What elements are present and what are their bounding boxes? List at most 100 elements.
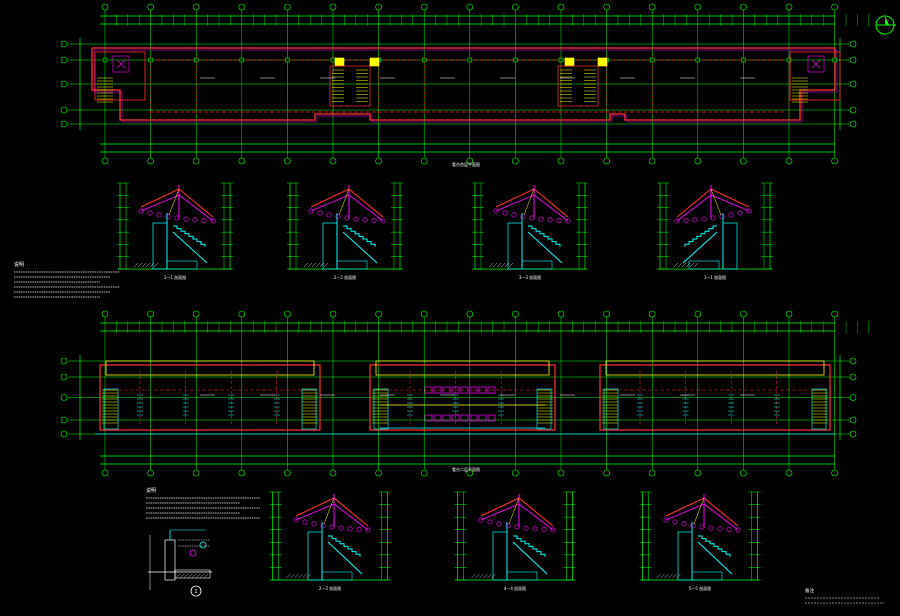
hatch: [681, 262, 687, 268]
hatch: [693, 262, 699, 268]
hatch: [487, 573, 492, 579]
base-footing: [688, 260, 720, 270]
axis-bubble: [557, 157, 565, 165]
axis-bubble: [60, 80, 68, 88]
notes-block-1: 说明: [14, 261, 120, 298]
axis-bubble: [60, 120, 68, 128]
axis-bubble: [147, 157, 154, 165]
axis-bubble: [849, 40, 857, 48]
middle-stair: [329, 65, 371, 107]
axis-bubble: [512, 310, 519, 318]
roof-cable-node: [672, 519, 678, 525]
roof-cable-node: [496, 521, 502, 527]
axis-bubble: [849, 357, 857, 365]
axis-bubble: [60, 357, 68, 365]
section-label: 2—2 剖面图: [334, 274, 356, 280]
hatch: [479, 573, 484, 579]
roof-cable-node: [320, 523, 326, 529]
detail-hatch: [199, 573, 205, 579]
vip-seat: [460, 386, 469, 394]
notes-block-2: 说明: [146, 487, 260, 519]
yellow-column-marker: [564, 57, 575, 67]
roof-cable-node: [362, 217, 368, 223]
axis-bubble: [284, 3, 291, 11]
axis-bubble: [284, 310, 291, 318]
tie-rod: [168, 188, 180, 216]
axis-bubble: [60, 40, 68, 48]
hatch: [145, 262, 151, 268]
vip-seat: [424, 414, 433, 422]
roof-cable-node: [493, 208, 499, 214]
axis-bubble: [60, 416, 68, 424]
base-footing: [166, 260, 198, 270]
stand-core-block: [322, 222, 338, 270]
axis-bubble: [60, 56, 68, 64]
roof-cable-node: [183, 216, 189, 222]
column: [695, 57, 701, 63]
roof-cable-node: [726, 527, 732, 533]
axis-bubble: [238, 3, 246, 11]
middle-stair: [557, 65, 599, 107]
upper-floor-plan: [60, 3, 869, 165]
stand-slab: [172, 231, 208, 264]
roof-cable-node: [210, 218, 216, 224]
toilet-room: [807, 55, 825, 73]
stand-zone-wall: [99, 364, 321, 431]
stand-core-block: [677, 531, 693, 581]
roof-cable-node: [487, 519, 493, 525]
axis-bubble: [849, 394, 857, 401]
axis-bubble: [849, 120, 857, 128]
roof-cable-node: [565, 218, 571, 224]
detail-hatch: [203, 573, 209, 579]
roof-cable-node: [735, 527, 741, 533]
hatch: [311, 262, 317, 268]
fixture-line: [811, 59, 821, 69]
hatch: [496, 262, 502, 268]
roof-cable-node: [663, 517, 669, 523]
section-label: 2—2 剖面图: [319, 585, 341, 591]
stand-slab: [697, 541, 733, 575]
column: [832, 57, 837, 63]
axis-bubble: [849, 416, 857, 424]
axis-bubble: [420, 310, 428, 318]
hatch: [664, 573, 669, 579]
detail-hatch: [195, 573, 201, 579]
axis-bubble: [466, 3, 474, 11]
stepped-stand: [343, 225, 376, 247]
column: [741, 57, 746, 63]
roof-edge-line: [605, 360, 825, 376]
axis-bubble: [849, 106, 857, 114]
axis-bubble: [101, 469, 109, 477]
axis-bubble: [284, 157, 291, 165]
hatch: [286, 573, 291, 579]
roof-cable-node: [502, 210, 508, 216]
vip-seat: [433, 414, 442, 422]
section-view-upper-3: 3—3 剖面图: [472, 182, 588, 280]
detail-slab: [174, 569, 211, 579]
hatch: [303, 262, 309, 268]
axis-bubble: [147, 3, 154, 11]
north-arrow-icon: [875, 15, 896, 35]
detail-hatch: [179, 573, 185, 579]
section-label: 5—5 剖面图: [689, 585, 711, 591]
tie-rod: [323, 497, 335, 525]
vip-seat: [451, 386, 460, 394]
roof-cable-node: [308, 208, 314, 214]
roof-cable-node: [478, 517, 484, 523]
base-footing: [336, 260, 368, 270]
roof-cable-node: [674, 218, 680, 224]
roof-edge-line: [105, 360, 315, 376]
axis-bubble: [466, 157, 474, 165]
hatch: [488, 262, 494, 268]
roof-cable-node: [520, 214, 526, 220]
axis-bubble: [849, 56, 857, 64]
upper-plan-title: 看台首层平面图: [452, 161, 480, 167]
axis-bubble: [420, 3, 428, 11]
axis-bubble: [694, 310, 702, 318]
roof-cable-node: [356, 527, 362, 533]
axis-bubble: [60, 430, 68, 438]
hatch: [307, 262, 313, 268]
stand-core-block: [507, 222, 523, 270]
